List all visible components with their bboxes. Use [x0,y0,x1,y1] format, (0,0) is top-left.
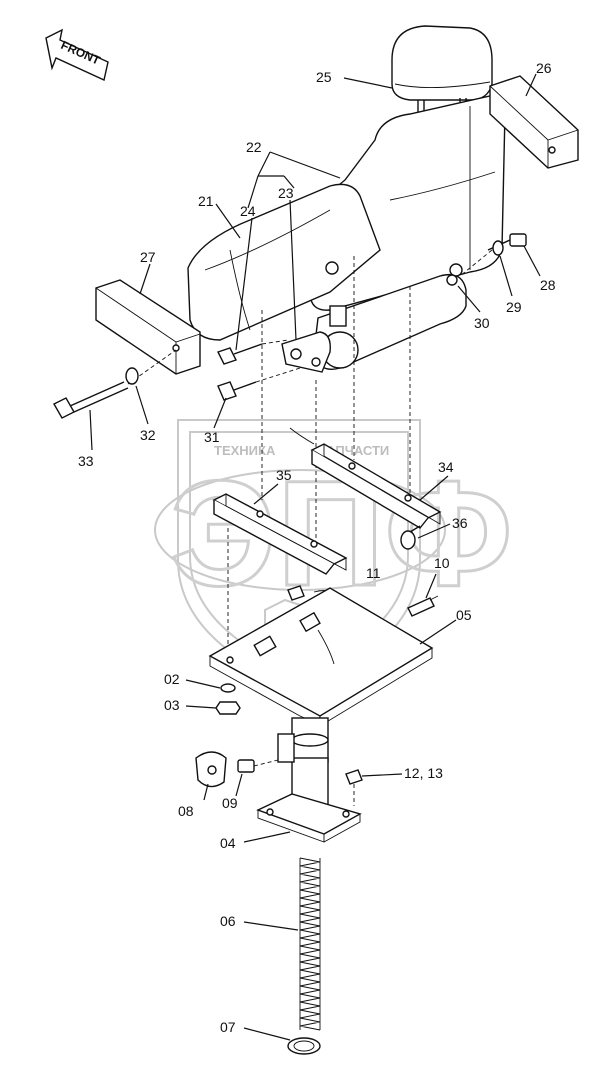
washer-32 [125,367,139,385]
mounting-plate-05 [208,587,434,727]
bolt-12-13 [345,769,363,806]
callout-02: 02 [164,671,180,687]
callout-31: 31 [204,429,220,445]
callout-labels: 25 26 22 23 24 21 27 28 29 30 33 32 31 3… [78,60,556,1035]
knob-08 [195,751,227,788]
washer-30 [446,274,458,286]
callout-34: 34 [438,459,454,475]
callout-10: 10 [434,555,450,571]
callout-35: 35 [276,467,292,483]
spring-06 [299,857,321,1031]
alignment-lines [227,256,411,660]
callout-09: 09 [222,795,238,811]
callout-08: 08 [178,803,194,819]
seat-rail-34 [289,427,442,529]
callout-12-13: 12, 13 [404,765,443,781]
watermark-text-left: ТЕХНИКА [214,443,276,458]
knob-36 [400,525,421,550]
hinge-bracket-23 [281,331,331,373]
callout-36: 36 [452,515,468,531]
callout-22: 22 [246,139,262,155]
seat-base-frame [313,261,467,370]
callout-23: 23 [278,185,294,201]
nut-03 [215,701,241,715]
callout-11: 11 [366,565,381,581]
callout-26: 26 [536,60,552,76]
armrest-right [489,75,579,169]
callout-30: 30 [474,315,490,331]
screw-09 [237,759,279,773]
front-arrow: FRONT [45,28,109,81]
leader-lines [89,73,541,1041]
callout-03: 03 [164,697,180,713]
callout-29: 29 [506,299,522,315]
callout-05: 05 [456,607,472,623]
bolt-24 [217,339,289,365]
base-plate-04 [256,793,362,843]
callout-28: 28 [540,277,556,293]
callout-32: 32 [140,427,156,443]
callout-33: 33 [78,453,94,469]
callout-06: 06 [220,913,236,929]
pin-10 [407,595,439,617]
seat-rail-35 [212,493,348,575]
seat-cushion [187,183,381,341]
callout-24: 24 [240,203,256,219]
washer-02 [220,683,236,693]
callout-04: 04 [220,835,236,851]
callout-21: 21 [198,193,214,209]
washer-29 [492,240,504,256]
bolt-31 [217,367,301,401]
callout-25: 25 [316,69,332,85]
ring-07 [287,1037,321,1055]
callout-27: 27 [140,249,156,265]
armrest-left [95,279,201,375]
callout-07: 07 [220,1019,236,1035]
